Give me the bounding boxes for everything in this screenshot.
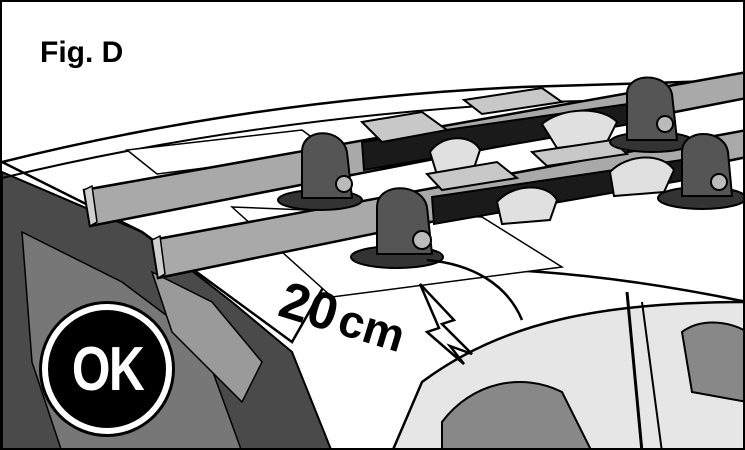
suction-mount-1 <box>277 132 363 211</box>
ok-text: OK <box>71 334 144 404</box>
suction-mount-2 <box>350 187 444 269</box>
windshield-pillar <box>625 291 644 448</box>
clamp-7 <box>495 186 559 226</box>
windshield-pillar-2 <box>641 301 663 448</box>
car-window-highlight <box>150 270 263 404</box>
suction-mount-3 <box>609 76 695 153</box>
suction-mount-4 <box>657 133 743 210</box>
interior-seat-2 <box>680 321 743 403</box>
clamp-2 <box>461 86 565 116</box>
distance-curve <box>426 258 524 321</box>
clamp-8 <box>608 156 676 198</box>
figure-title: Fig. D <box>40 36 124 69</box>
lightning-arrow-icon <box>418 283 473 365</box>
clamp-1 <box>359 110 450 144</box>
clamp-5 <box>424 160 520 192</box>
ok-badge-icon: OK <box>42 304 172 434</box>
clamp-3 <box>540 109 619 150</box>
interior-seat <box>441 381 592 448</box>
clamp-6 <box>529 138 630 168</box>
